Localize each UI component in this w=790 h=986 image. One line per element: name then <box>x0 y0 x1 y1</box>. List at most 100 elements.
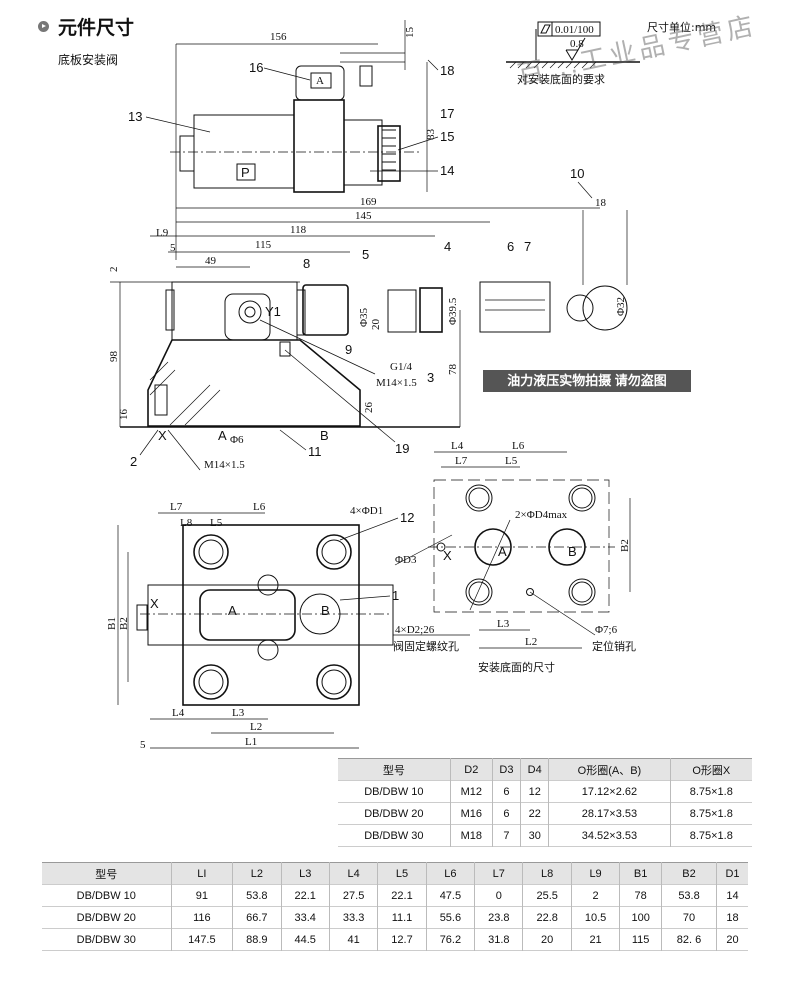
table-cell: 23.8 <box>474 906 523 929</box>
table-cell: 33.4 <box>280 906 330 929</box>
table-cell: 33.3 <box>328 906 378 929</box>
dim-156: 156 <box>270 31 287 43</box>
col-header: O形圈(A、B) <box>548 758 671 781</box>
table-cell: 20 <box>716 928 748 951</box>
technical-drawing: 0.01/100 0.8 对安装底面的要求 尺寸单位:mm 156 15 <box>106 20 716 751</box>
table-cell: 20 <box>522 928 572 951</box>
table-cell: DB/DBW 20 <box>76 911 136 924</box>
table-cell: 8.75×1.8 <box>669 824 752 847</box>
table-cell: DB/DBW 20 <box>364 807 424 820</box>
table-cell: DB/DBW 30 <box>76 933 136 946</box>
table-cell: M16 <box>449 802 493 825</box>
dim-115: 115 <box>255 239 272 251</box>
table-cell: 21 <box>570 928 620 951</box>
table-cell: M18 <box>449 824 493 847</box>
label-phi7-6: Φ7;6 <box>595 624 618 636</box>
col-header: L7 <box>474 862 523 885</box>
col-header: LI <box>170 862 233 885</box>
table-cell: 12 <box>520 780 549 803</box>
table-cell: 53.8 <box>232 884 282 907</box>
table-cell: 44.5 <box>280 928 330 951</box>
dim-49: 49 <box>205 255 217 267</box>
col-header: B2 <box>661 862 717 885</box>
port-A-front: A <box>228 603 237 618</box>
port-X-side: X <box>158 428 167 443</box>
dim-5: 5 <box>170 242 176 254</box>
dim-phi35: Φ35 <box>358 307 370 327</box>
dim-2: 2 <box>108 267 120 273</box>
mounting-surface-view: A B X L4 L6 L7 L5 B2 L3 L2 2×ΦD4max ΦD3 … <box>393 440 636 674</box>
dim-L3-front: L3 <box>232 707 245 719</box>
dim-26: 26 <box>363 402 375 414</box>
col-header: 型号 <box>42 862 172 885</box>
bullet-icon <box>38 21 49 32</box>
table-cell: DB/DBW 10 <box>364 785 424 798</box>
plug-letter: A <box>316 75 324 87</box>
dim-98: 98 <box>108 351 120 363</box>
callout-18: 18 <box>440 63 454 78</box>
table-cell: 18 <box>716 906 748 929</box>
table-cell: 14 <box>716 884 748 907</box>
dim-B2-front: B2 <box>118 617 130 630</box>
table-cell: 31.8 <box>474 928 523 951</box>
port-A-side: A <box>218 428 227 443</box>
table-cell: 22.1 <box>377 884 427 907</box>
dim-118: 118 <box>290 224 307 236</box>
dim-L3-mount: L3 <box>497 618 510 630</box>
section-subtitle: 底板安装阀 <box>58 53 119 67</box>
callout-1: 1 <box>392 588 399 603</box>
dim-L4-mount: L4 <box>451 440 464 452</box>
table-cell: 78 <box>619 884 662 907</box>
unit-label: 尺寸单位:mm <box>647 20 716 34</box>
table-cell: 88.9 <box>232 928 282 951</box>
thread-g1-4: G1/4 <box>390 361 413 373</box>
table-cell: 100 <box>619 906 662 929</box>
table-cell: 76.2 <box>425 928 475 951</box>
table-cell: 8.75×1.8 <box>669 802 752 825</box>
callout-15: 15 <box>440 129 454 144</box>
port-Y1: Y1 <box>265 304 281 319</box>
table-cell: 30 <box>520 824 549 847</box>
table-cell: 82. 6 <box>661 928 717 951</box>
table-cell: M12 <box>449 780 493 803</box>
port-B-front: B <box>321 603 330 618</box>
label-2xphiD4max: 2×ΦD4max <box>515 509 568 521</box>
col-header: L9 <box>570 862 620 885</box>
label-dowel-hole: 定位销孔 <box>592 639 636 653</box>
callout-19: 19 <box>395 441 409 456</box>
table-cell: DB/DBW 10 <box>76 889 136 902</box>
dim-phi6: Φ6 <box>230 434 244 446</box>
col-header: D2 <box>449 758 493 781</box>
callout-7: 7 <box>524 239 531 254</box>
port-B-mount: B <box>568 544 577 559</box>
dim-L5-front: L5 <box>210 517 223 529</box>
dim-B1: B1 <box>106 617 118 630</box>
surface-requirement: 0.01/100 0.8 对安装底面的要求 尺寸单位:mm <box>506 20 716 86</box>
thread-m14-upper: M14×1.5 <box>376 377 417 389</box>
side-view: 169 145 118 L9 5 115 49 2 98 Y1 16 26 <box>108 140 628 471</box>
table-cell: 22 <box>520 802 549 825</box>
col-header: D3 <box>491 758 521 781</box>
callout-8: 8 <box>303 256 310 271</box>
table-cell: 28.17×3.53 <box>548 802 671 825</box>
table-cell: 2 <box>570 884 620 907</box>
top-view: 156 15 A P 83 16 18 17 15 13 14 <box>128 20 454 193</box>
callout-16: 16 <box>249 60 263 75</box>
mounting-caption: 安装底面的尺寸 <box>478 660 555 674</box>
col-header: L5 <box>377 862 427 885</box>
dim-B2-mount: B2 <box>619 539 631 552</box>
dim-L2-mount: L2 <box>525 636 537 648</box>
table-cell: 22.1 <box>280 884 330 907</box>
callout-14: 14 <box>440 163 454 178</box>
dim-L4-front: L4 <box>172 707 185 719</box>
dim-5-front: 5 <box>140 739 146 751</box>
dim-169: 169 <box>360 196 377 208</box>
dim-83: 83 <box>425 129 437 141</box>
col-header: O形圈X <box>669 758 752 781</box>
callout-4: 4 <box>444 239 451 254</box>
dim-18: 18 <box>595 197 607 209</box>
callout-10: 10 <box>570 166 584 181</box>
